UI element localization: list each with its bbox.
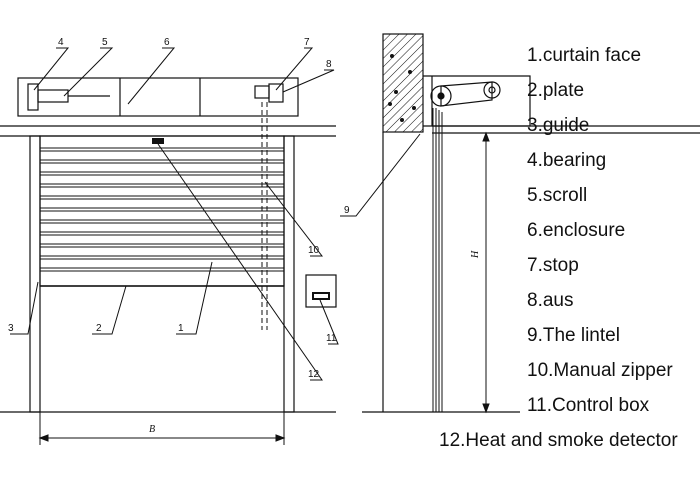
enclosure-box: [17, 77, 299, 117]
callout-1: 1: [178, 323, 184, 334]
wall-dots: [388, 54, 416, 122]
curtain-slats: [40, 147, 284, 272]
left-guide: [29, 135, 41, 413]
heat-smoke-detector: [152, 138, 164, 144]
callout-4: 4: [58, 37, 64, 48]
callout-9: 9: [344, 205, 350, 216]
callout-5: 5: [102, 37, 108, 48]
motor-circle: [483, 81, 501, 99]
leader-lines: [10, 47, 339, 381]
manual-zipper: [261, 102, 268, 330]
aus-part: [268, 83, 284, 103]
lintel-wall: [382, 33, 424, 133]
callout-6: 6: [164, 37, 170, 48]
side-curtain: [432, 108, 443, 412]
dimension-h-label: H: [470, 250, 481, 259]
stop-part: [254, 85, 270, 99]
dimension-b: [38, 412, 286, 445]
callout-11: 11: [326, 333, 337, 344]
callout-2: 2: [96, 323, 102, 334]
callout-12: 12: [308, 369, 320, 380]
dimension-h: [482, 131, 490, 414]
control-box: [305, 274, 337, 308]
dimension-b-label: B: [149, 424, 155, 435]
callout-3: 3: [8, 323, 14, 334]
callout-10: 10: [308, 245, 320, 256]
callout-8: 8: [326, 59, 332, 70]
right-guide: [283, 135, 295, 413]
callout-7: 7: [304, 37, 310, 48]
bearing-part: [27, 83, 39, 111]
side-enclosure: [423, 75, 700, 134]
leader-lintel: [340, 133, 421, 217]
scroll-shaft: [37, 89, 69, 103]
